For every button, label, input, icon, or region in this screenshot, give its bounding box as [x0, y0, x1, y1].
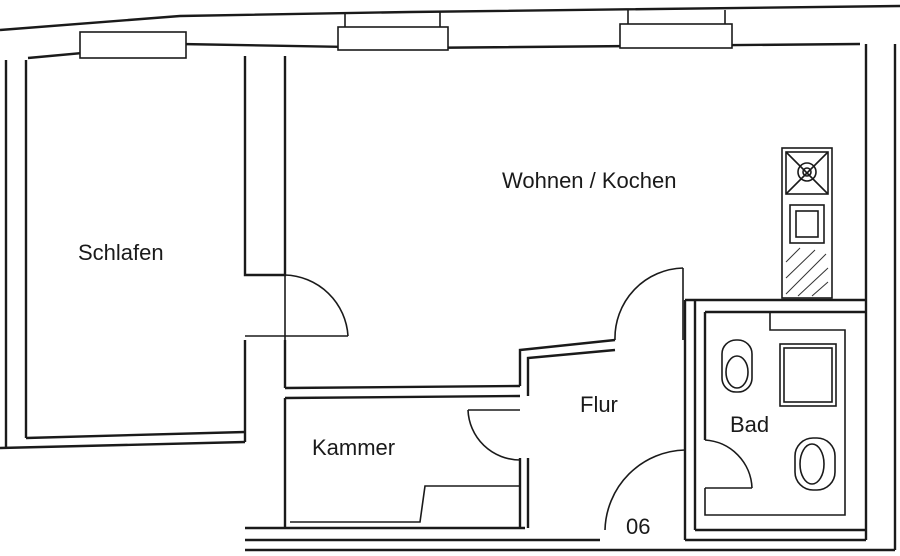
window-schlafen: [79, 31, 187, 59]
unit-number: 06: [626, 514, 650, 539]
toilet: [721, 339, 753, 393]
exterior-walls: [0, 4, 900, 552]
room-labels: Schlafen Wohnen / Kochen Flur Kammer Bad…: [78, 168, 769, 539]
kitchen-counter: [781, 147, 833, 299]
window-wohnen-1: [337, 26, 449, 51]
room-label-kammer: Kammer: [312, 435, 395, 460]
doors: [245, 267, 753, 540]
window-wohnen-2: [619, 23, 733, 49]
windows: [79, 10, 733, 59]
room-label-flur: Flur: [580, 392, 618, 417]
interior-walls: [25, 56, 866, 540]
room-label-wohnen-kochen: Wohnen / Kochen: [502, 168, 677, 193]
shower-tray: [779, 343, 837, 407]
bathroom-fixtures: [721, 339, 837, 491]
washbasin: [794, 437, 836, 491]
room-label-schlafen: Schlafen: [78, 240, 164, 265]
room-label-bad: Bad: [730, 412, 769, 437]
